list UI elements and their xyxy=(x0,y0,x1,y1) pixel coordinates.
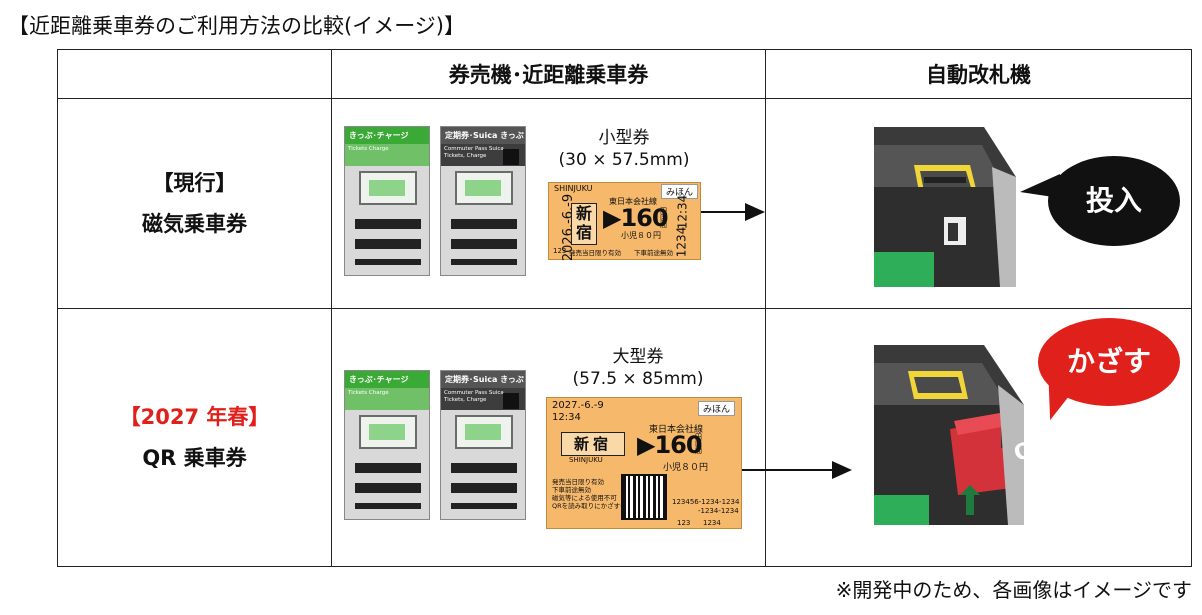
action-bubble-hold: かざす xyxy=(1038,318,1180,406)
ticket-time: 12:34 xyxy=(552,412,581,423)
machine-slot xyxy=(451,463,517,473)
ticket-line: 東日本会社線 xyxy=(649,425,704,435)
small-magnetic-ticket: SHINJUKU みほん 2026.-6.-9 新宿 東日本会社線 ▶160 円… xyxy=(548,182,701,261)
machine-slot xyxy=(355,483,421,493)
ticket-size-label: 小型券 (30 × 57.5mm) xyxy=(534,127,714,171)
machine-header: 定期券･Suica きっぷ･チャージ xyxy=(441,371,525,388)
header-empty xyxy=(57,49,332,99)
machine-slot xyxy=(451,219,517,229)
row-label-line1: 【2027 年春】 xyxy=(119,404,270,429)
ticket-fare-unit: 円区間 xyxy=(660,207,667,229)
ticket-size-label: 大型券 (57.5 × 85mm) xyxy=(548,346,728,390)
machine-header: 定期券･Suica きっぷ･チャージ xyxy=(441,127,525,144)
machine-ticket-cell-current: きっぷ･チャージ Tickets Charge 定期券･Suica きっぷ･チャ… xyxy=(331,98,766,309)
row-label-current: 【現行】 磁気乗車券 xyxy=(57,98,332,309)
machine-header: きっぷ･チャージ xyxy=(345,127,429,144)
row-qr: 【2027 年春】 QR 乗車券 きっぷ･チャージ Tickets Charge… xyxy=(57,308,1192,567)
ticket-notes: 発売当日限り有効 下車前途無効 磁気等による使用不可 QRを読み取りにかざす→ xyxy=(552,478,626,510)
ticket-serial-1: 123456-1234-1234 xyxy=(672,498,740,506)
card-reader-icon xyxy=(503,393,519,409)
ticket-note: QRを読み取りにかざす→ xyxy=(552,502,626,510)
header-row: 券売機･近距離乗車券 自動改札機 xyxy=(57,49,1192,99)
ticket-time: 12:34 xyxy=(675,194,690,230)
ticket-note: 磁気等による使用不可 xyxy=(552,494,617,502)
large-qr-ticket: 2027.-6.-9 12:34 みほん 新宿 SHINJUKU 東日本会社線 … xyxy=(546,397,742,529)
ticket-machine-green: きっぷ･チャージ Tickets Charge xyxy=(344,126,430,276)
action-text: 投入 xyxy=(1085,184,1142,217)
ticket-no-stopover: 下車前途無効 xyxy=(634,249,673,257)
magnetic-gate-illustration xyxy=(874,127,1016,287)
hold-arrow xyxy=(744,461,852,479)
ticket-fare: ▶160 xyxy=(603,204,669,232)
row-label-line2: 磁気乗車券 xyxy=(142,211,247,236)
machine-ticket-cell-qr: きっぷ･チャージ Tickets Charge 定期券･Suica きっぷ･チャ… xyxy=(331,308,768,567)
ticket-fare: ▶160 xyxy=(637,431,703,459)
ticket-validity: 発売当日限り有効 xyxy=(569,249,621,257)
ticket-station: 新宿 xyxy=(561,432,625,456)
comparison-table: 券売機･近距離乗車券 自動改札機 【現行】 磁気乗車券 きっぷ･チャージ Tic… xyxy=(57,49,1192,567)
ticket-code: 123 xyxy=(677,519,691,527)
machine-slot xyxy=(355,219,421,229)
ticket-date: 2027.-6.-9 xyxy=(552,400,604,411)
machine-slot xyxy=(451,259,517,265)
header-ticket-machine: 券売機･近距離乗車券 xyxy=(331,49,766,99)
insert-arrow xyxy=(701,203,765,221)
gate-cell-current: 投入 xyxy=(765,98,1192,309)
action-bubble-insert: 投入 xyxy=(1048,156,1180,246)
page-title: 【近距離乗車券のご利用方法の比較(イメージ)】 xyxy=(8,14,465,38)
header-auto-gate: 自動改札機 xyxy=(765,49,1192,99)
touch-screen xyxy=(455,171,513,205)
qr-gate-illustration xyxy=(874,345,1024,525)
ticket-number: 1234 xyxy=(703,519,721,527)
touch-screen xyxy=(359,415,417,449)
touch-screen xyxy=(359,171,417,205)
sample-stamp: みほん xyxy=(660,184,698,199)
ticket-type: 大型券 xyxy=(612,347,664,367)
row-label-line1: 【現行】 xyxy=(152,170,237,195)
sample-stamp: みほん xyxy=(697,401,735,416)
row-label-qr: 【2027 年春】 QR 乗車券 xyxy=(57,308,332,567)
ticket-code: 123 xyxy=(553,247,567,255)
ticket-child-fare: 小児８０円 xyxy=(663,463,709,473)
ticket-station: 新宿 xyxy=(571,203,597,245)
ticket-line: 東日本会社線 xyxy=(609,197,657,206)
machine-slot xyxy=(355,503,421,509)
footnote: ※開発中のため、各画像はイメージです xyxy=(835,578,1192,602)
ticket-serial-2: -1234-1234 xyxy=(698,507,739,515)
ticket-fare-unit: 円区間 xyxy=(695,433,702,455)
ticket-note: 下車前途無効 xyxy=(552,486,591,494)
ticket-header: SHINJUKU xyxy=(554,184,593,193)
row-current: 【現行】 磁気乗車券 きっぷ･チャージ Tickets Charge 定期券･S… xyxy=(57,98,1192,309)
machine-slot xyxy=(451,483,517,493)
machine-slot xyxy=(355,239,421,249)
machine-slot xyxy=(451,503,517,509)
qr-code xyxy=(621,474,667,520)
machine-strip: Tickets Charge xyxy=(345,144,429,166)
machine-header: きっぷ･チャージ xyxy=(345,371,429,388)
ticket-number: 1234 xyxy=(674,226,689,258)
bubble-tail xyxy=(1020,174,1060,198)
machine-strip: Tickets Charge xyxy=(345,388,429,410)
card-reader-icon xyxy=(503,149,519,165)
ticket-station-en: SHINJUKU xyxy=(569,456,603,464)
machine-slot xyxy=(355,259,421,265)
ticket-child-fare: 小児８０円 xyxy=(621,231,661,240)
action-text: かざす xyxy=(1066,345,1151,378)
machine-slot xyxy=(355,463,421,473)
ticket-machine-green: きっぷ･チャージ Tickets Charge xyxy=(344,370,430,520)
ticket-machine-gray: 定期券･Suica きっぷ･チャージ Commuter Pass Suica T… xyxy=(440,126,526,276)
ticket-note: 発売当日限り有効 xyxy=(552,478,604,486)
gate-cell-qr: QR かざす xyxy=(744,308,1192,567)
ticket-machine-gray: 定期券･Suica きっぷ･チャージ Commuter Pass Suica T… xyxy=(440,370,526,520)
row-label-line2: QR 乗車券 xyxy=(142,445,247,470)
ticket-type: 小型券 xyxy=(598,128,650,148)
ticket-dimensions: (30 × 57.5mm) xyxy=(558,150,690,171)
ticket-dimensions: (57.5 × 85mm) xyxy=(572,369,704,390)
touch-screen xyxy=(455,415,513,449)
machine-slot xyxy=(451,239,517,249)
